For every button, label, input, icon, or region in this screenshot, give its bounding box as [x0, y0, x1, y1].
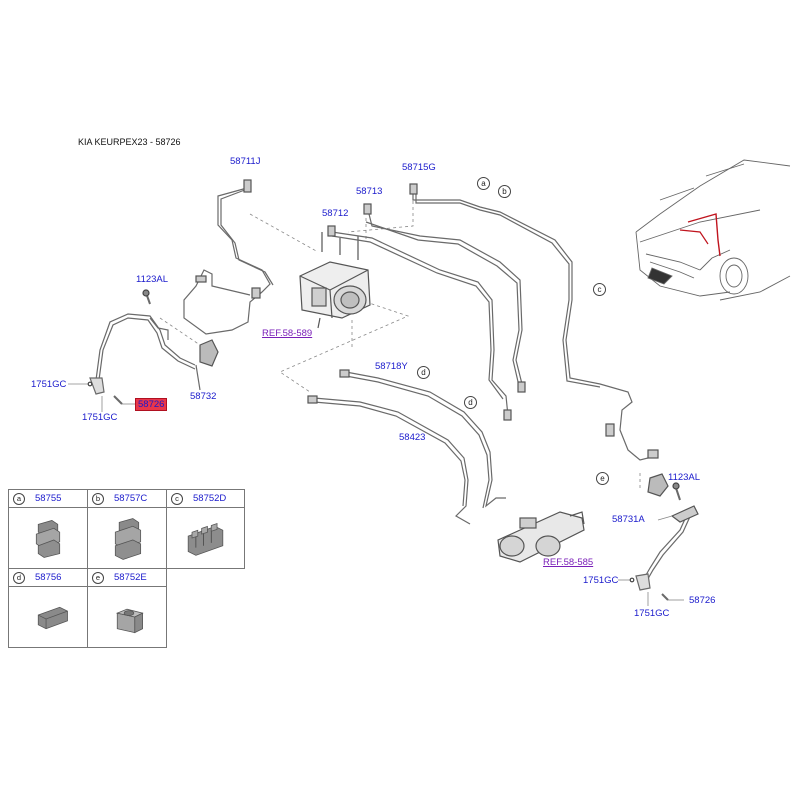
legend-cell-a: a 58755: [8, 489, 88, 569]
part-label-58718Y[interactable]: 58718Y: [375, 361, 408, 372]
part-label-1751GC-right-b[interactable]: 1751GC: [634, 608, 670, 619]
right-brake-hose: [618, 473, 699, 606]
brake-pipe-58711J: [183, 179, 274, 335]
part-label-1751GC-left-a[interactable]: 1751GC: [31, 379, 67, 390]
part-label-58423[interactable]: 58423: [399, 432, 426, 443]
diagram-title: KIA KEURPEX23 - 58726: [78, 137, 181, 147]
marker-d-upper: d: [417, 366, 430, 379]
legend-part-label[interactable]: 58755: [35, 493, 62, 504]
part-label-1751GC-right-a[interactable]: 1751GC: [583, 575, 619, 586]
part-label-58732[interactable]: 58732: [190, 391, 217, 402]
marker-c: c: [593, 283, 606, 296]
part-label-58711J[interactable]: 58711J: [230, 156, 261, 167]
ref-link-58-585[interactable]: REF.58-585: [543, 557, 594, 568]
legend-part-label[interactable]: 58756: [35, 572, 62, 583]
legend-letter: e: [92, 572, 104, 584]
part-label-58712[interactable]: 58712: [322, 208, 349, 219]
clip-c-icon: [187, 523, 224, 556]
marker-b: b: [498, 185, 511, 198]
part-label-58731A[interactable]: 58731A: [612, 514, 645, 525]
part-label-58715G[interactable]: 58715G: [402, 162, 436, 173]
legend-letter: c: [171, 493, 183, 505]
legend-cell-b: b 58757C: [87, 489, 167, 569]
legend-part-label[interactable]: 58752D: [193, 493, 227, 504]
marker-d-lower: d: [464, 396, 477, 409]
leader-lines: [159, 195, 641, 488]
legend-letter: d: [13, 572, 25, 584]
legend-cell-e: e 58752E: [87, 568, 167, 648]
legend-part-label[interactable]: 58752E: [114, 572, 147, 583]
legend-cell-c: c 58752D: [166, 489, 245, 569]
abs-modulator: [299, 232, 371, 329]
vehicle-locator-sketch: [635, 159, 791, 301]
clip-e-icon: [115, 608, 144, 634]
clip-d-icon: [37, 606, 68, 630]
brake-pipes-main: [307, 183, 659, 525]
legend-letter: b: [92, 493, 104, 505]
clip-b-icon: [114, 518, 142, 560]
clip-a-icon: [35, 520, 61, 558]
clip-legend-table: a 58755 b 58757C: [8, 489, 245, 648]
part-label-1123AL-right[interactable]: 1123AL: [668, 472, 701, 483]
marker-e: e: [596, 472, 609, 485]
ref-link-58-589[interactable]: REF.58-589: [262, 328, 313, 339]
legend-cell-d: d 58756: [8, 568, 88, 648]
part-label-1123AL-left[interactable]: 1123AL: [136, 274, 169, 285]
part-label-58726-right[interactable]: 58726: [689, 595, 716, 606]
legend-part-label[interactable]: 58757C: [114, 493, 148, 504]
legend-letter: a: [13, 493, 25, 505]
marker-a: a: [477, 177, 490, 190]
master-cylinder: [497, 511, 585, 563]
part-label-58713[interactable]: 58713: [356, 186, 383, 197]
left-brake-hose: [68, 289, 219, 412]
part-label-58726-highlighted[interactable]: 58726: [135, 398, 168, 411]
part-label-1751GC-left-b[interactable]: 1751GC: [82, 412, 118, 423]
